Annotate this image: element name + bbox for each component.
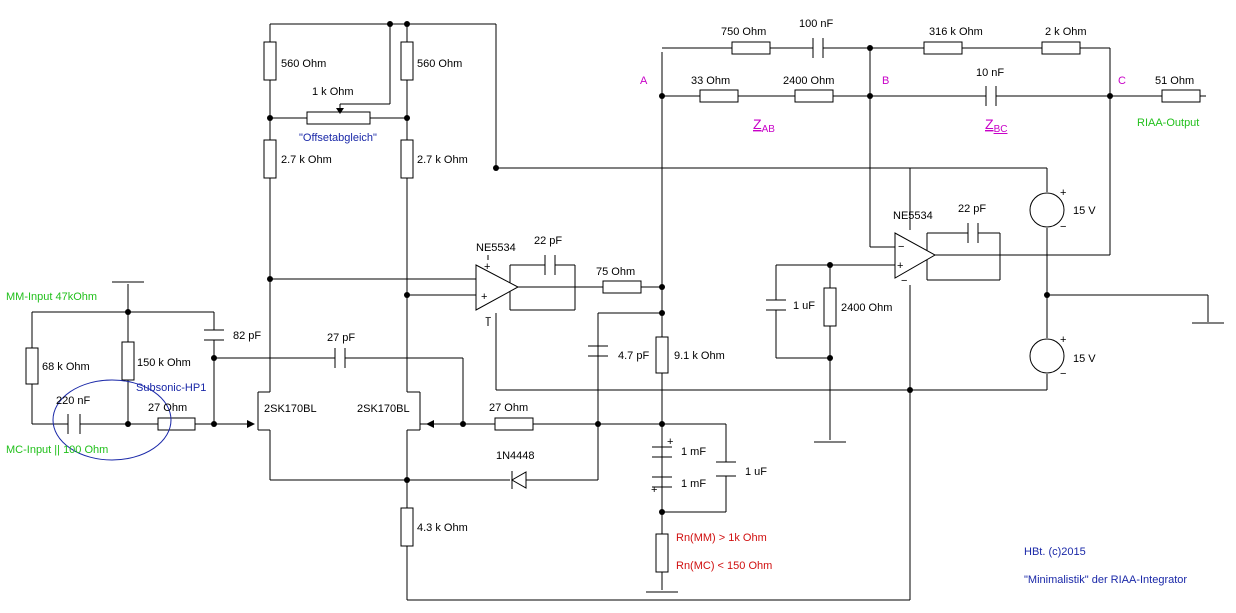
label-c-22p-1: 22 pF [534,235,562,247]
jfets [247,420,434,428]
svg-text:+: + [667,436,673,448]
label-d1: 1N4448 [496,450,535,462]
svg-text:+: + [481,291,487,303]
svg-text:−: − [1060,221,1066,233]
svg-text:+: + [484,261,490,273]
label-r-2k: 2 k Ohm [1045,26,1087,38]
label-supply-top: 15 V [1073,205,1096,217]
label-r-750: 750 Ohm [721,26,766,38]
label-r-91k: 9.1 k Ohm [674,350,725,362]
label-zab-main: Z [753,116,762,132]
label-c-27p: 27 pF [327,332,355,344]
svg-text:−: − [485,312,491,324]
label-r-27k-left: 2.7 k Ohm [281,154,332,166]
svg-text:+: + [1060,187,1066,199]
label-c-1u-right: 1 uF [745,466,767,478]
label-zbc: ZBC [985,116,1007,135]
svg-text:+: + [651,484,657,496]
label-offset: "Offsetabgleich" [299,132,377,144]
label-r-51: 51 Ohm [1155,75,1194,87]
label-q1: 2SK170BL [264,403,317,415]
junctions [125,21,1113,515]
label-r-27-in: 27 Ohm [148,402,187,414]
capacitors: + + [67,38,997,496]
labels: 560 Ohm 560 Ohm 1 k Ohm "Offsetabgleich"… [6,18,1199,586]
label-r-75: 75 Ohm [596,266,635,278]
label-r-27k-right: 2.7 k Ohm [417,154,468,166]
svg-text:−: − [901,275,907,287]
label-c-47p: 4.7 pF [618,350,649,362]
label-opamp2: NE5534 [893,210,933,222]
label-r-43k: 4.3 k Ohm [417,522,468,534]
label-c-22p-2: 22 pF [958,203,986,215]
label-zbc-sub: BC [994,124,1008,135]
svg-text:+: + [897,260,903,272]
label-r-68k: 68 k Ohm [42,361,90,373]
label-riaa-output: RIAA-Output [1137,117,1199,129]
label-c-220n: 220 nF [56,395,91,407]
label-author: HBt. (c)2015 [1024,546,1086,558]
label-node-b: B [882,75,889,87]
label-node-c: C [1118,75,1126,87]
svg-text:−: − [898,241,904,253]
label-rn-mm: Rn(MM) > 1k Ohm [676,532,767,544]
label-mc-input: MC-Input || 100 Ohm [6,444,108,456]
diode-1n4448-symbol [510,471,527,489]
resistors [25,41,1201,573]
label-supply-bot: 15 V [1073,353,1096,365]
wires [31,23,1224,601]
label-r-560-right: 560 Ohm [417,58,462,70]
svg-text:−: − [1060,368,1066,380]
label-mm-input: MM-Input 47kOhm [6,291,97,303]
label-c-1m-bot: 1 mF [681,478,706,490]
label-r-150k: 150 k Ohm [137,357,191,369]
label-r-2400-top: 2400 Ohm [783,75,834,87]
supplies: + − + − [1029,187,1066,380]
label-r-33: 33 Ohm [691,75,730,87]
label-q2: 2SK170BL [357,403,410,415]
label-zab: ZAB [753,116,775,135]
label-zab-sub: AB [762,124,776,135]
label-c-1u-bias: 1 uF [793,300,815,312]
label-r-27-fb: 27 Ohm [489,402,528,414]
subsonic-hp-ellipse [52,379,172,461]
label-title: "Minimalistik" der RIAA-Integrator [1024,574,1187,586]
label-r-560-left: 560 Ohm [281,58,326,70]
label-pot-1k: 1 k Ohm [312,86,354,98]
label-zbc-main: Z [985,116,994,132]
label-rn-mc: Rn(MC) < 150 Ohm [676,560,772,572]
label-subsonic: Subsonic-HP1 [136,382,206,394]
label-r-2400-bias: 2400 Ohm [841,302,892,314]
label-opamp1: NE5534 [476,242,516,254]
label-c-1m-top: 1 mF [681,446,706,458]
label-c-82p: 82 pF [233,330,261,342]
label-node-a: A [640,75,648,87]
opamps: + + − − + − [475,232,937,324]
label-r-316k: 316 k Ohm [929,26,983,38]
svg-text:+: + [1060,334,1066,346]
label-c-100n: 100 nF [799,18,834,30]
label-c-10n: 10 nF [976,67,1004,79]
